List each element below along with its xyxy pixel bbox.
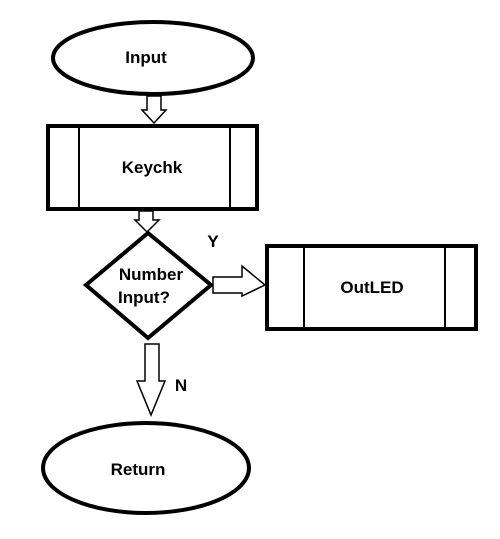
end-ellipse [41,421,251,515]
arrow-decision-to-return [135,343,167,417]
arrow-decision-to-outled [212,264,267,298]
outled-box [265,244,478,331]
arrow-input-to-keychk [140,95,168,125]
keychk-box [46,124,259,211]
start-terminal: Input [51,20,255,96]
arrow-keychk-to-decision [133,210,161,234]
decision-label-line1: Number [119,265,184,284]
start-ellipse [51,20,255,96]
keychk-process: Keychk [46,124,259,211]
yes-label: Y [207,232,219,251]
start-label: Input [125,48,167,67]
end-label: Return [111,460,166,479]
outled-process: OutLED [265,244,478,331]
end-terminal: Return [41,421,251,515]
outled-label: OutLED [340,278,403,297]
no-label: N [175,376,187,395]
decision-label-line2: Input? [118,288,170,307]
decision-number-input: Number Input? [82,230,215,341]
decision-diamond [82,230,215,341]
keychk-label: Keychk [122,158,183,177]
